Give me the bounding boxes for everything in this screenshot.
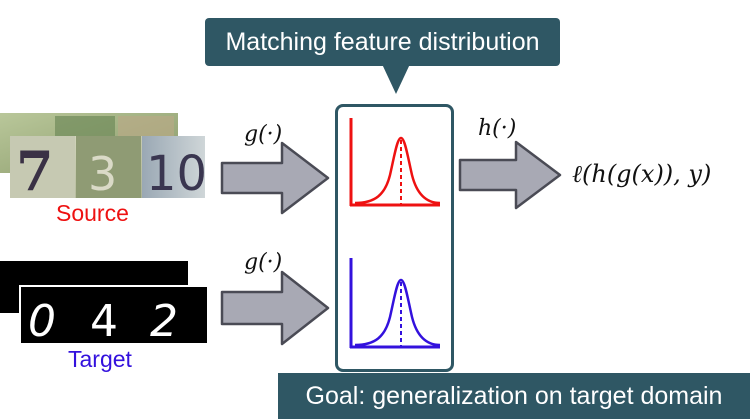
arrow-features-to-loss <box>458 140 562 210</box>
target-image-front <box>19 285 209 345</box>
source-image-stack: 7 3 10 <box>0 113 207 203</box>
target-digit-2: 4 <box>90 296 118 347</box>
target-image-stack: 0 4 2 <box>0 261 209 347</box>
source-domain-label: Source <box>56 200 129 226</box>
loss-expression: ℓ(h(g(x)), y) <box>572 160 712 188</box>
g-mapping-source-label: g(·) <box>244 122 283 147</box>
goal-banner: Goal: generalization on target domain <box>278 373 750 419</box>
source-digit-1: 7 <box>16 139 54 203</box>
source-digit-3: 10 <box>146 146 207 202</box>
target-digit-3: 2 <box>150 296 178 347</box>
callout-matching-feature-distribution: Matching feature distribution <box>205 18 560 66</box>
target-digit-1: 0 <box>28 296 56 347</box>
target-distribution-curve <box>354 278 441 347</box>
g-mapping-target-label: g(·) <box>244 250 283 275</box>
callout-pointer <box>382 64 410 94</box>
goal-text: Goal: generalization on target domain <box>305 382 723 410</box>
target-domain-label: Target <box>68 346 132 372</box>
source-distribution-plot <box>349 118 441 207</box>
callout-text: Matching feature distribution <box>225 28 540 56</box>
feature-distribution-box <box>335 104 454 372</box>
target-distribution-plot <box>349 258 441 349</box>
h-mapping-label: h(·) <box>478 116 517 141</box>
source-distribution-curve <box>354 136 441 205</box>
arrow-source-to-features <box>220 141 330 215</box>
arrow-target-to-features <box>220 270 330 346</box>
source-digit-2: 3 <box>88 147 117 201</box>
